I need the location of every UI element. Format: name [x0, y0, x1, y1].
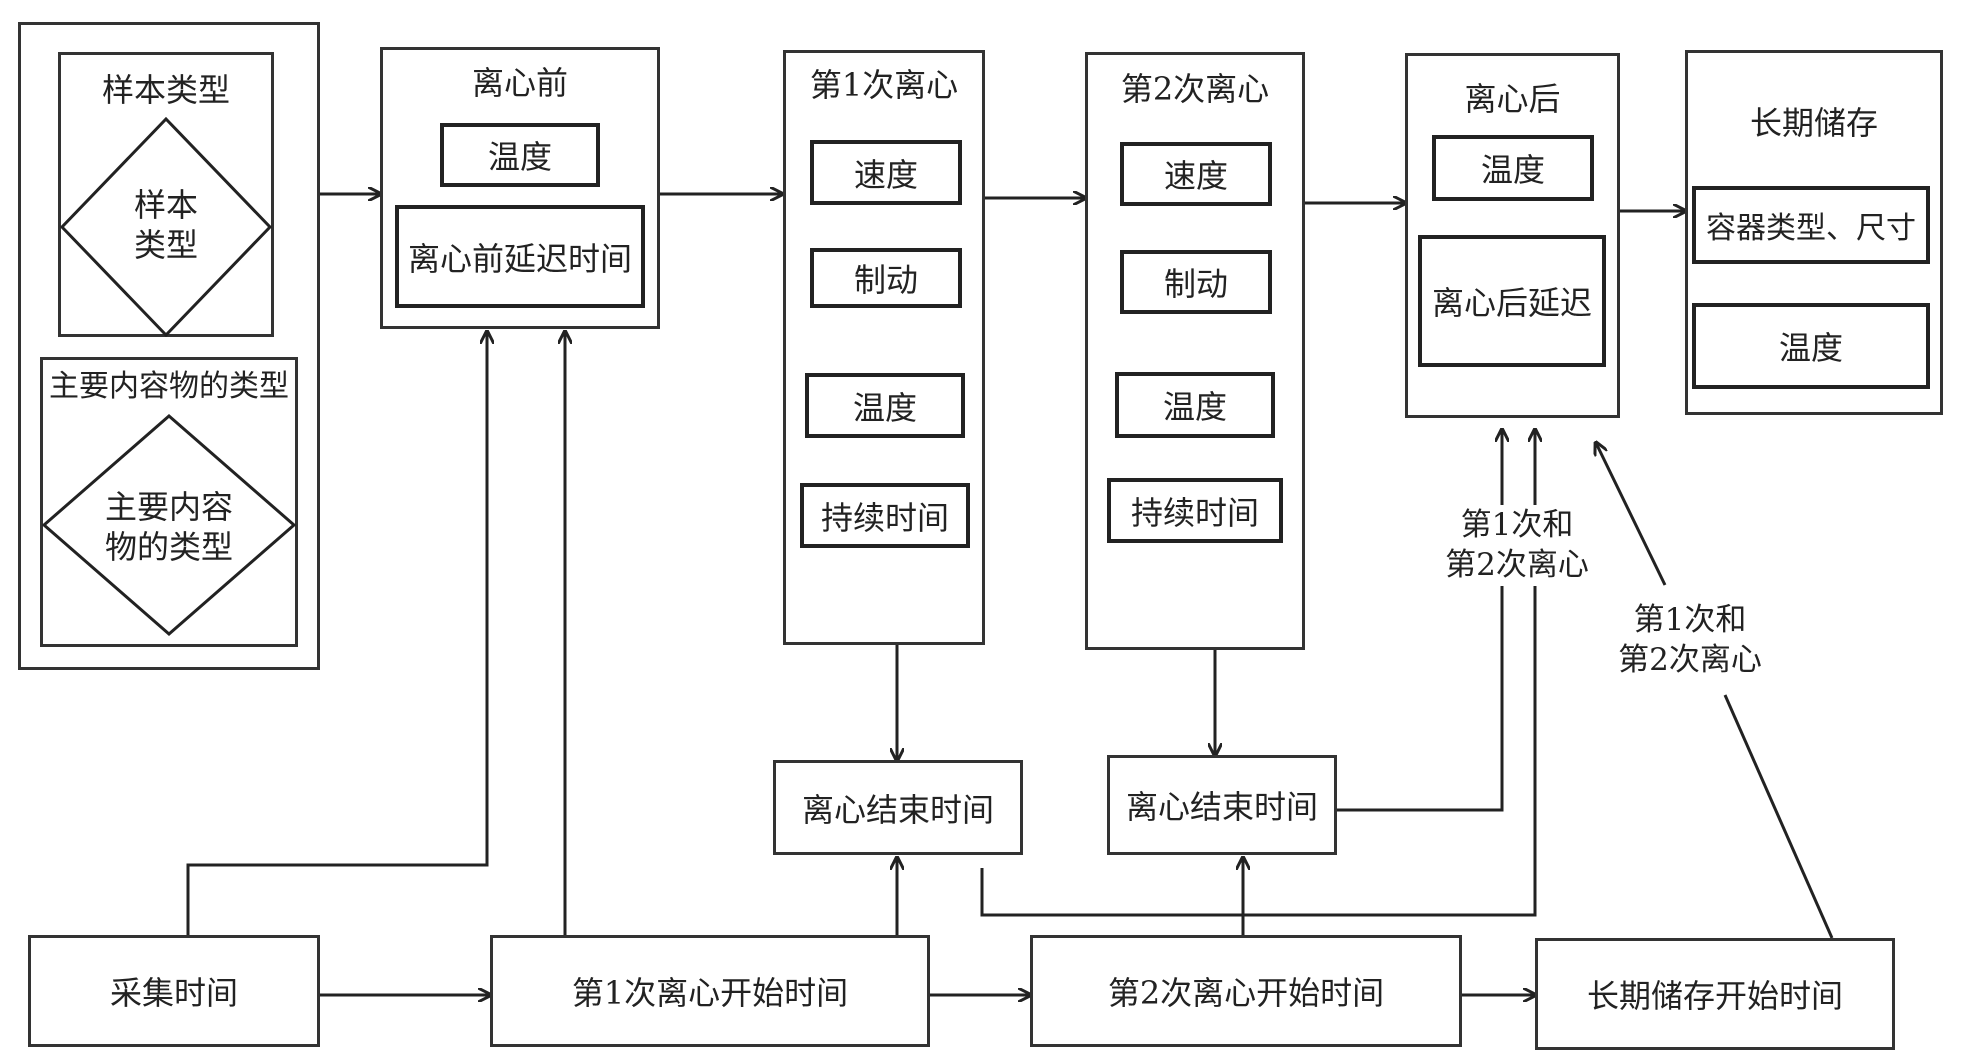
note-centrifuge-1-2-b: 第1次和 第2次离心	[1605, 600, 1775, 681]
storage-start-time-box: 长期储存开始时间	[1535, 938, 1895, 1050]
storage-title: 长期储存	[1749, 103, 1878, 142]
note-centrifuge-1-2-a: 第1次和 第2次离心	[1432, 505, 1602, 586]
start-time-2-box: 第2次离心开始时间	[1030, 935, 1462, 1047]
content-type-diamond	[41, 414, 297, 636]
post-centrifuge-delay: 离心后延迟	[1418, 235, 1606, 367]
pre-centrifuge-title: 离心前	[471, 63, 568, 102]
centrifuge-1-temperature: 温度	[805, 373, 965, 438]
pre-centrifuge-delay: 离心前延迟时间	[395, 205, 645, 308]
sample-type-header: 样本类型	[101, 70, 230, 109]
centrifuge-2-temperature: 温度	[1115, 372, 1275, 438]
line-storage-start-to-post-a	[1723, 694, 1834, 939]
centrifuge-1-duration: 持续时间	[800, 483, 970, 548]
storage-container: 容器类型、尺寸	[1692, 186, 1930, 264]
content-type-header: 主要内容物的类型	[49, 369, 289, 404]
note-a-line2: 第2次离心	[1445, 547, 1589, 584]
post-centrifuge-temperature: 温度	[1432, 135, 1594, 201]
centrifuge-2-title: 第2次离心	[1120, 69, 1270, 108]
line-end2-to-post	[1337, 430, 1502, 812]
start-time-1-box: 第1次离心开始时间	[490, 935, 930, 1047]
end-time-1-box: 离心结束时间	[773, 760, 1023, 855]
centrifuge-2-brake: 制动	[1120, 250, 1272, 314]
note-b-line2: 第2次离心	[1618, 642, 1762, 679]
content-type-diamond-line2: 物的类型	[104, 528, 233, 566]
content-type-diamond-line1: 主要内容	[104, 488, 233, 526]
end-time-2-box: 离心结束时间	[1107, 755, 1337, 855]
content-type-diamond-label: 主要内容 物的类型	[40, 482, 298, 572]
centrifuge-2-duration: 持续时间	[1107, 478, 1283, 543]
post-centrifuge-title: 离心后	[1464, 79, 1561, 118]
note-a-line1: 第1次和	[1460, 507, 1574, 543]
centrifuge-1-brake: 制动	[810, 248, 962, 308]
sample-type-diamond-line1: 样本	[133, 186, 198, 224]
centrifuge-1-speed: 速度	[810, 140, 962, 205]
sample-type-diamond	[59, 117, 273, 337]
line-collection-to-pre	[186, 332, 487, 935]
collection-time-box: 采集时间	[28, 935, 320, 1047]
centrifuge-1-title: 第1次离心	[809, 65, 959, 104]
centrifuge-2-speed: 速度	[1120, 142, 1272, 206]
storage-temperature: 温度	[1692, 303, 1930, 389]
sample-type-diamond-line2: 类型	[133, 226, 198, 264]
pre-centrifuge-temperature: 温度	[440, 123, 600, 187]
line-storage-start-to-post-b	[1596, 443, 1667, 586]
note-b-line1: 第1次和	[1633, 602, 1747, 638]
sample-type-diamond-label: 样本 类型	[58, 180, 274, 270]
line-end1-to-post	[980, 430, 1535, 917]
